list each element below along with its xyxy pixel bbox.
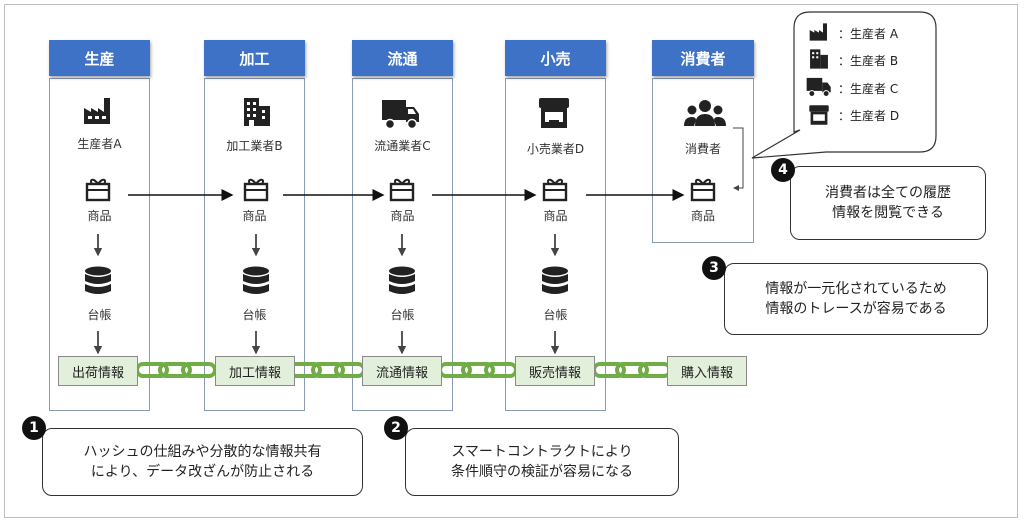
stage-header-retail: 小売 [505, 40, 606, 76]
legend-label: ：生産者 B [838, 54, 899, 68]
info-block-sales: 販売情報 [515, 356, 595, 386]
gift-icon [690, 178, 716, 202]
ledger-label: 台帳 [87, 308, 112, 322]
gift-icon [243, 178, 269, 202]
store-icon [809, 105, 829, 125]
callout-box-4: 消費者は全ての履歴 情報を閲覧できる [790, 166, 986, 240]
info-block-processing: 加工情報 [215, 356, 295, 386]
info-block-shipping: 出荷情報 [58, 356, 138, 386]
callout-box-1: ハッシュの仕組みや分散的な情報共有 により、データ改ざんが防止される [42, 428, 363, 496]
actor-label-distribution: 流通業者C [374, 139, 431, 153]
column-processing [204, 78, 305, 411]
actor-label-retail: 小売業者D [526, 142, 585, 156]
database-icon [85, 266, 111, 294]
column-consumer [652, 78, 754, 243]
building-icon [244, 98, 270, 126]
callout-number-1: 1 [22, 416, 46, 440]
ledger-label: 台帳 [242, 308, 267, 322]
product-label: 商品 [87, 209, 112, 223]
ledger-label: 台帳 [390, 308, 415, 322]
callout-2-line-1: スマートコントラクトにより [451, 444, 633, 460]
stage-header-processing: 加工 [204, 40, 305, 76]
gift-icon [85, 178, 111, 202]
callout-3-line-2: 情報のトレースが容易である [765, 301, 947, 317]
callout-number-2: 2 [384, 416, 408, 440]
callout-4-line-2: 情報を閲覧できる [832, 205, 944, 221]
callout-2-line-2: 条件順守の検証が容易になる [451, 464, 633, 480]
callout-number-4: 4 [771, 158, 795, 182]
chain-link-3 [438, 362, 518, 378]
callout-1-line-1: ハッシュの仕組みや分散的な情報共有 [83, 444, 322, 460]
chain-link-4 [592, 362, 672, 378]
gift-icon [389, 178, 415, 202]
database-icon [389, 266, 415, 294]
info-block-distribution: 流通情報 [362, 356, 442, 386]
legend-label: ：生産者 D [838, 109, 900, 123]
gift-icon [542, 178, 568, 202]
callout-box-2: スマートコントラクトにより 条件順守の検証が容易になる [405, 428, 679, 496]
product-label: 商品 [543, 209, 568, 223]
chain-link-2 [288, 362, 366, 378]
product-label: 商品 [390, 209, 415, 223]
callout-number-3: 3 [702, 256, 726, 280]
database-icon [243, 266, 269, 294]
stage-header-production: 生産 [49, 40, 150, 76]
callout-1-line-2: により、データ改ざんが防止される [90, 464, 315, 480]
actor-label-consumer: 消費者 [684, 142, 721, 156]
truck-icon [382, 100, 419, 130]
truck-icon [806, 77, 831, 97]
diagram-frame [4, 4, 1018, 518]
stage-header-distribution: 流通 [352, 40, 453, 76]
building-icon [810, 49, 828, 69]
factory-icon [84, 98, 110, 124]
factory-icon [809, 23, 827, 41]
actor-label-production: 生産者A [77, 137, 122, 151]
chain-link-1 [135, 362, 217, 378]
product-label: 商品 [242, 209, 267, 223]
callout-4-line-1: 消費者は全ての履歴 [825, 185, 951, 201]
users-icon [684, 100, 726, 126]
database-icon [542, 266, 568, 294]
callout-box-3: 情報が一元化されているため 情報のトレースが容易である [724, 263, 988, 335]
column-production [49, 78, 150, 411]
info-block-purchase: 購入情報 [667, 356, 747, 386]
legend-label: ：生産者 A [838, 27, 899, 41]
store-icon [539, 98, 569, 128]
actor-label-processing: 加工業者B [226, 139, 283, 153]
product-label: 商品 [690, 209, 715, 223]
callout-3-line-1: 情報が一元化されているため [765, 281, 947, 297]
legend-bubble [751, 11, 937, 159]
stage-header-consumer: 消費者 [652, 40, 754, 76]
legend-label: ：生産者 C [838, 82, 899, 96]
ledger-label: 台帳 [543, 308, 568, 322]
